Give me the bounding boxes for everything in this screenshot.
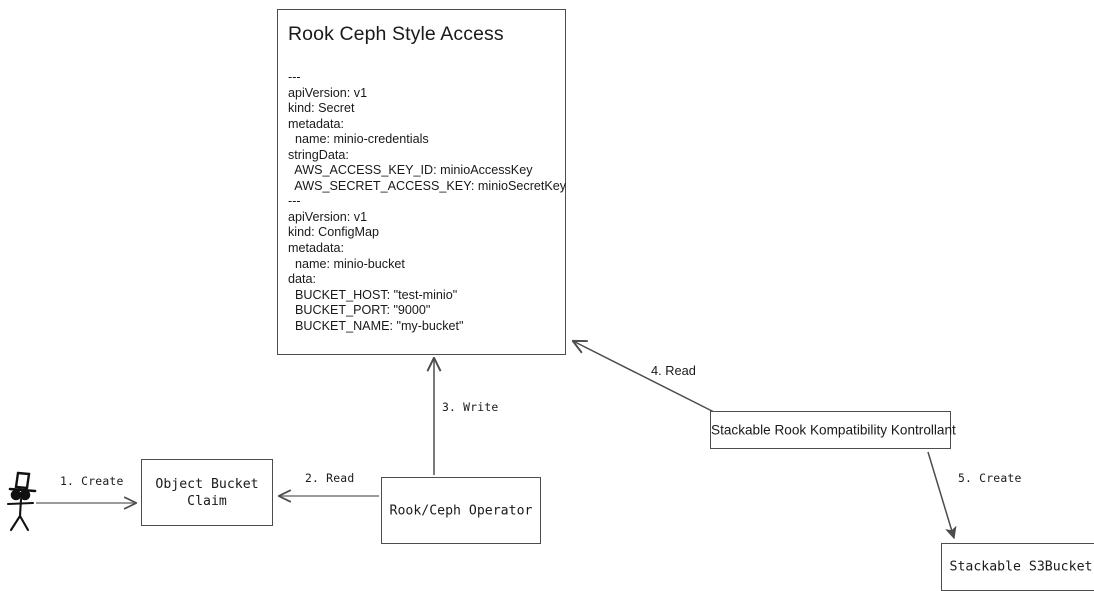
edge-label-read-4: 4. Read xyxy=(651,363,696,378)
edge-create-5 xyxy=(927,451,954,538)
actor-stick-figure-icon xyxy=(6,471,37,532)
yaml-card-title: Rook Ceph Style Access xyxy=(288,23,504,45)
node-rook-ceph-operator: Rook/Ceph Operator xyxy=(381,477,541,544)
yaml-manifest-card: Rook Ceph Style Access --- apiVersion: v… xyxy=(277,9,566,355)
node-rook-ceph-operator-label: Rook/Ceph Operator xyxy=(389,503,533,518)
yaml-card-content: --- apiVersion: v1 kind: Secret metadata… xyxy=(288,70,567,333)
edge-label-create-1: 1. Create xyxy=(60,474,124,488)
edge-label-create-5: 5. Create xyxy=(958,471,1022,485)
node-stackable-s3bucket-label: Stackable S3Bucket xyxy=(949,559,1093,575)
node-object-bucket-claim-label: Object Bucket Claim xyxy=(155,476,259,509)
node-stackable-rook-kompatibility-kontrollant: Stackable Rook Kompatibility Kontrollant xyxy=(710,411,956,449)
edge-label-read-2: 2. Read xyxy=(305,471,355,485)
edge-label-write-3: 3. Write xyxy=(442,400,499,414)
node-stackable-s3bucket: Stackable S3Bucket xyxy=(941,543,1094,591)
node-object-bucket-claim: Object Bucket Claim xyxy=(141,459,273,526)
node-stackable-rook-kompatibility-kontrollant-label: Stackable Rook Kompatibility Kontrollant xyxy=(711,422,956,438)
